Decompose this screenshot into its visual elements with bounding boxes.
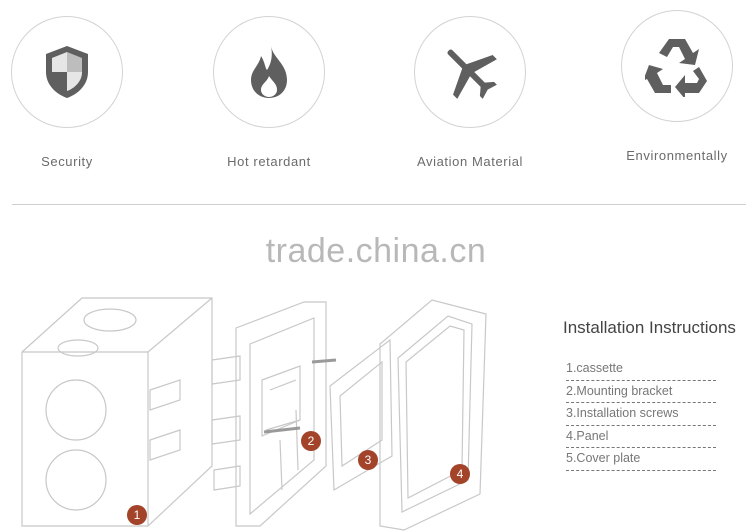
environmentally-label: Environmentally [626,148,728,163]
feature-environmentally: Environmentally [597,10,752,163]
installation-title: Installation Instructions [563,318,736,337]
step-item: 4.Panel [566,426,716,448]
step-item: 3.Installation screws [566,403,716,426]
feature-security: Security [0,16,147,169]
installation-steps: 1.cassette 2.Mounting bracket 3.Installa… [566,358,716,471]
security-label: Security [41,154,93,169]
feature-hot-retardant: Hot retardant [189,16,349,169]
marker-panel: 4 [450,464,470,484]
installation-diagram [21,297,487,531]
watermark: trade.china.cn [265,232,487,270]
flame-icon [251,46,287,98]
section-divider [12,204,746,205]
hot-retardant-label: Hot retardant [227,154,311,169]
marker-cassette: 1 [127,505,147,525]
aviation-circle [414,16,526,128]
environmentally-circle [621,10,733,122]
recycle-icon [645,39,707,97]
marker-screws: 3 [358,450,378,470]
panel [329,338,393,492]
step-item: 1.cassette [566,358,716,381]
step-item: 2.Mounting bracket [566,381,716,403]
shield-icon [46,46,88,98]
cassette-box [21,297,213,527]
hot-retardant-circle [213,16,325,128]
security-circle [11,16,123,128]
marker-mounting-bracket: 2 [301,431,321,451]
feature-aviation-material: Aviation Material [390,16,550,169]
cover-plate [379,299,487,531]
aviation-material-label: Aviation Material [416,154,524,169]
mounting-bracket [211,301,337,527]
airplane-icon [447,49,497,99]
step-item: 5.Cover plate [566,448,716,471]
